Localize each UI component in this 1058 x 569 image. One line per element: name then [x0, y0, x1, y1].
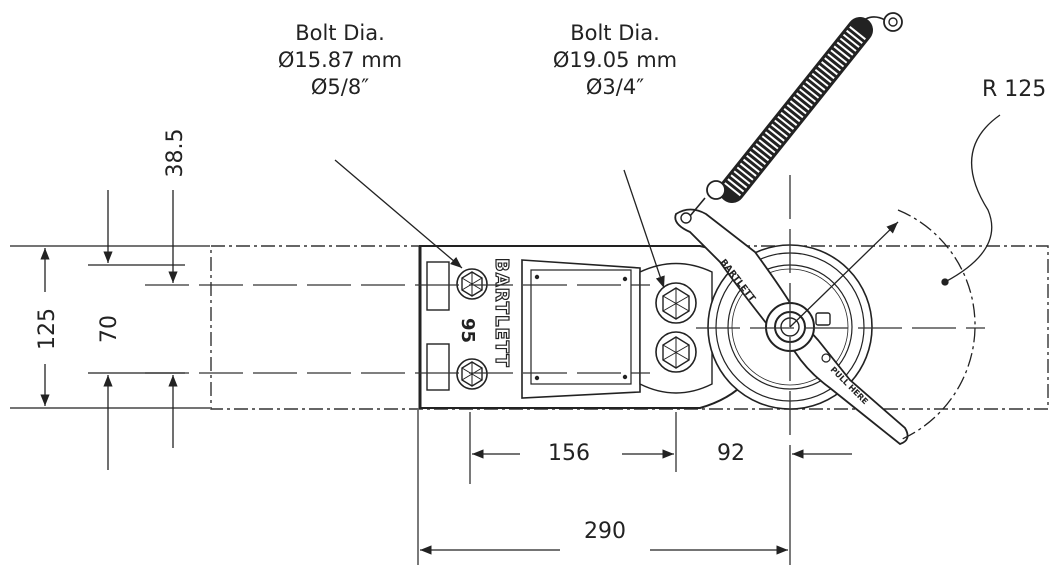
brand-text: BARTLETT	[491, 258, 512, 368]
dim-290: 290	[584, 519, 626, 544]
dim-38-5: 38.5	[163, 128, 188, 178]
bolt-right-mm: Ø19.05 mm	[552, 48, 678, 72]
dimension-lines-left	[10, 190, 210, 470]
centre-lines	[145, 175, 985, 565]
dim-70: 70	[97, 315, 122, 343]
bolt-left-inch: Ø5/8″	[310, 75, 370, 99]
bolt-left-title: Bolt Dia.	[295, 21, 385, 45]
dim-92: 92	[717, 441, 745, 466]
dimension-lines-bottom	[420, 449, 852, 555]
bolt-right-inch: Ø3/4″	[585, 75, 645, 99]
bolt-right-upper-icon	[655, 282, 697, 324]
bolt-left-mm: Ø15.87 mm	[277, 48, 403, 72]
bolt-left-lower-icon	[456, 358, 488, 390]
bolt-right-lower-icon	[655, 331, 697, 373]
dim-125: 125	[35, 308, 60, 350]
bolt-left-upper-icon	[456, 268, 488, 300]
leader-lines	[334, 114, 1001, 441]
bolt-right-title: Bolt Dia.	[570, 21, 660, 45]
bolt-left-label: Bolt Dia. Ø15.87 mm Ø5/8″	[230, 20, 450, 101]
dim-156: 156	[548, 441, 590, 466]
bolt-right-label: Bolt Dia. Ø19.05 mm Ø3/4″	[505, 20, 725, 101]
model-number: 95	[457, 318, 478, 343]
radius-label: R 125	[982, 77, 1047, 102]
spring-icon	[689, 12, 903, 217]
